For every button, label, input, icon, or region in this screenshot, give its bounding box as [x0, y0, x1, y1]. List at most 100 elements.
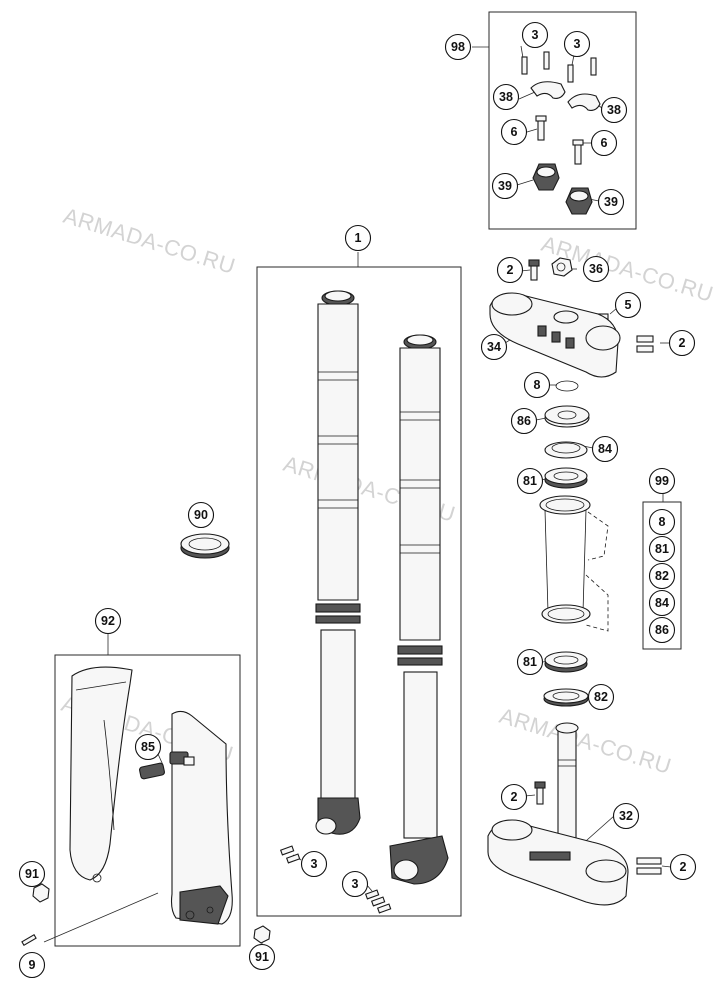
callout-85-label: 85	[141, 740, 155, 754]
callout-81-b[interactable]: 81	[516, 648, 544, 676]
callout-6-a[interactable]: 6	[500, 118, 528, 146]
callout-3-b[interactable]: 3	[563, 30, 591, 58]
callout-38-b[interactable]: 38	[600, 96, 628, 124]
callout-39-a[interactable]: 39	[491, 172, 519, 200]
callout-6-b[interactable]: 6	[590, 129, 618, 157]
callout-2-c-label: 2	[511, 790, 518, 804]
steering-bearing-parts	[544, 380, 590, 489]
callout-2-b[interactable]: 2	[668, 329, 696, 357]
kit-item-81[interactable]: 81	[648, 535, 676, 563]
callout-91-b[interactable]: 91	[248, 943, 276, 971]
fork-leg-right	[389, 334, 449, 885]
callout-81-label: 81	[523, 474, 537, 488]
callout-84[interactable]: 84	[591, 435, 619, 463]
handlebar-clamp-lower	[532, 163, 593, 215]
fork-protector-left	[69, 666, 133, 883]
callout-2-c[interactable]: 2	[500, 783, 528, 811]
callout-32-label: 32	[619, 809, 633, 823]
callout-91-a-label: 91	[25, 867, 39, 881]
callout-39-b-label: 39	[604, 195, 618, 209]
callout-6-a-label: 6	[511, 125, 518, 139]
callout-3-a-label: 3	[532, 28, 539, 42]
callout-81-b-label: 81	[523, 655, 537, 669]
clamp-bolts-upper	[521, 51, 597, 83]
callout-39-b[interactable]: 39	[597, 188, 625, 216]
callout-91-a[interactable]: 91	[18, 860, 46, 888]
axle-clamp-bolts	[279, 845, 392, 914]
fork-seal-ring	[180, 533, 230, 559]
callout-3-d[interactable]: 3	[341, 870, 369, 898]
callout-2-d-label: 2	[680, 860, 687, 874]
clamp-bolts-mid	[535, 115, 584, 165]
protector-guide-clip	[139, 751, 195, 780]
callout-38-b-label: 38	[607, 103, 621, 117]
callout-84-label: 84	[598, 442, 612, 456]
callout-3-d-label: 3	[352, 877, 359, 891]
fork-leg-left	[315, 290, 361, 835]
callout-98[interactable]: 98	[444, 33, 472, 61]
callout-91-b-label: 91	[255, 950, 269, 964]
lower-bearing-parts	[543, 651, 589, 707]
callout-86[interactable]: 86	[510, 407, 538, 435]
callout-5[interactable]: 5	[614, 291, 642, 319]
callout-3-c[interactable]: 3	[300, 850, 328, 878]
hardware-kit-box	[488, 11, 637, 230]
callout-2-d[interactable]: 2	[669, 853, 697, 881]
callout-3-a[interactable]: 3	[521, 21, 549, 49]
callout-1-label: 1	[355, 231, 362, 245]
callout-9-label: 9	[29, 958, 36, 972]
callout-81[interactable]: 81	[516, 467, 544, 495]
callout-92[interactable]: 92	[94, 607, 122, 635]
kit-item-81-label: 81	[655, 542, 669, 556]
kit-item-86-label: 86	[655, 623, 669, 637]
steering-head-tube	[539, 495, 609, 632]
kit-item-86[interactable]: 86	[648, 616, 676, 644]
callout-38-a-label: 38	[499, 90, 513, 104]
callout-8[interactable]: 8	[523, 371, 551, 399]
callout-2-a[interactable]: 2	[496, 256, 524, 284]
kit-item-82-label: 82	[655, 569, 669, 583]
callout-34[interactable]: 34	[480, 333, 508, 361]
callout-82[interactable]: 82	[587, 683, 615, 711]
callout-92-label: 92	[101, 614, 115, 628]
callout-8-label: 8	[534, 378, 541, 392]
fork-assembly-box	[256, 266, 462, 917]
kit-item-82[interactable]: 82	[648, 562, 676, 590]
callout-90-label: 90	[194, 508, 208, 522]
watermark-1: ARMADA-CO.RU	[61, 203, 239, 279]
callout-1[interactable]: 1	[344, 224, 372, 252]
callout-3-b-label: 3	[574, 37, 581, 51]
fork-protector-box	[54, 654, 241, 947]
callout-2-a-label: 2	[507, 263, 514, 277]
callout-86-label: 86	[517, 414, 531, 428]
protector-screws	[21, 883, 271, 946]
callout-36-label: 36	[589, 262, 603, 276]
callout-3-c-label: 3	[311, 857, 318, 871]
callout-34-label: 34	[487, 340, 501, 354]
kit-item-84-label: 84	[655, 596, 669, 610]
callout-39-a-label: 39	[498, 179, 512, 193]
callout-82-label: 82	[594, 690, 608, 704]
callout-32[interactable]: 32	[612, 802, 640, 830]
kit-item-8[interactable]: 8	[648, 508, 676, 536]
kit-item-8-label: 8	[659, 515, 666, 529]
callout-6-b-label: 6	[601, 136, 608, 150]
callout-85[interactable]: 85	[134, 733, 162, 761]
handlebar-clamp-upper	[530, 81, 601, 111]
callout-38-a[interactable]: 38	[492, 83, 520, 111]
kit-item-84[interactable]: 84	[648, 589, 676, 617]
callout-99-label: 99	[655, 474, 669, 488]
callout-2-b-label: 2	[679, 336, 686, 350]
watermarks: ARMADA-CO.RU ARMADA-CO.RU ARMADA-CO.RU A…	[59, 203, 717, 779]
callout-5-label: 5	[625, 298, 632, 312]
fork-protector-right	[170, 710, 233, 925]
callout-99[interactable]: 99	[648, 467, 676, 495]
callout-9[interactable]: 9	[18, 951, 46, 979]
lower-triple-clamp	[487, 722, 662, 906]
upper-triple-clamp	[489, 292, 621, 378]
callout-98-label: 98	[451, 40, 465, 54]
bearing-kit-box	[642, 501, 682, 650]
callout-90[interactable]: 90	[187, 501, 215, 529]
callout-36[interactable]: 36	[582, 255, 610, 283]
